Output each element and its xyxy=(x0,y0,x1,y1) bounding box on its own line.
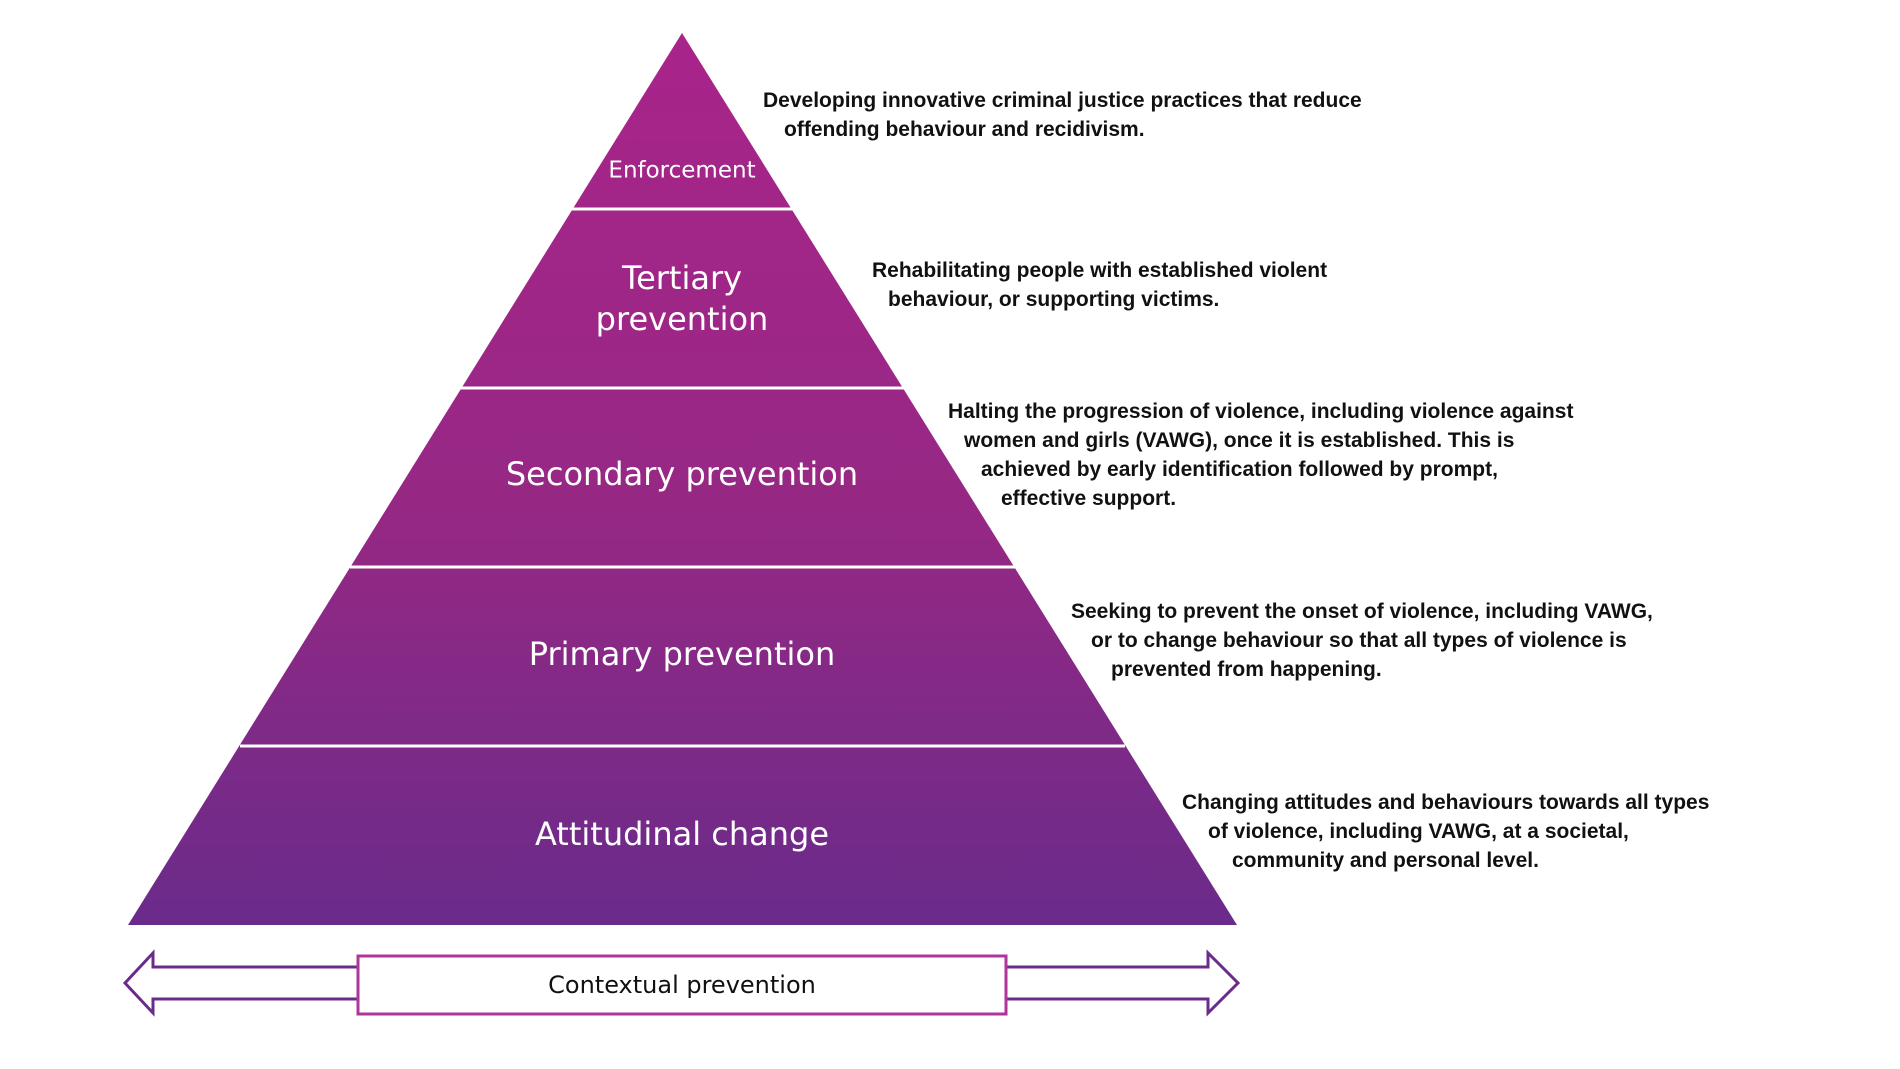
description-secondary: Halting the progression of violence, inc… xyxy=(948,397,1573,513)
description-tertiary: Rehabilitating people with established v… xyxy=(872,256,1327,314)
description-line: of violence, including VAWG, at a societ… xyxy=(1208,820,1629,843)
tier-label-secondary: Secondary prevention xyxy=(506,455,858,493)
description-line: effective support. xyxy=(1001,487,1177,510)
description-line: prevented from happening. xyxy=(1111,658,1382,681)
tier-label-tertiary-line2: prevention xyxy=(596,300,769,338)
description-line: Halting the progression of violence, inc… xyxy=(948,400,1574,423)
description-line: behaviour, or supporting victims. xyxy=(888,288,1220,311)
description-line: Changing attitudes and behaviours toward… xyxy=(1182,791,1710,814)
description-enforcement: Developing innovative criminal justice p… xyxy=(763,86,1362,144)
pyramid-shape xyxy=(128,33,1237,925)
tier-label-attitudinal: Attitudinal change xyxy=(535,815,829,853)
description-line: women and girls (VAWG), once it is estab… xyxy=(964,429,1515,452)
description-line: Developing innovative criminal justice p… xyxy=(763,89,1362,112)
description-line: community and personal level. xyxy=(1232,849,1539,872)
contextual-prevention-box xyxy=(356,954,1008,1016)
description-line: Seeking to prevent the onset of violence… xyxy=(1071,600,1653,623)
description-line: or to change behaviour so that all types… xyxy=(1091,629,1627,652)
description-line: achieved by early identification followe… xyxy=(981,458,1498,481)
contextual-prevention-label: Contextual prevention xyxy=(548,971,816,999)
description-line: Rehabilitating people with established v… xyxy=(872,259,1328,282)
description-attitudinal: Changing attitudes and behaviours toward… xyxy=(1182,788,1709,875)
description-line: offending behaviour and recidivism. xyxy=(784,118,1145,141)
tier-label-primary: Primary prevention xyxy=(529,635,835,673)
description-primary: Seeking to prevent the onset of violence… xyxy=(1071,597,1653,684)
tier-label-enforcement: Enforcement xyxy=(608,158,755,184)
tier-label-tertiary-line1: Tertiary xyxy=(621,259,742,297)
